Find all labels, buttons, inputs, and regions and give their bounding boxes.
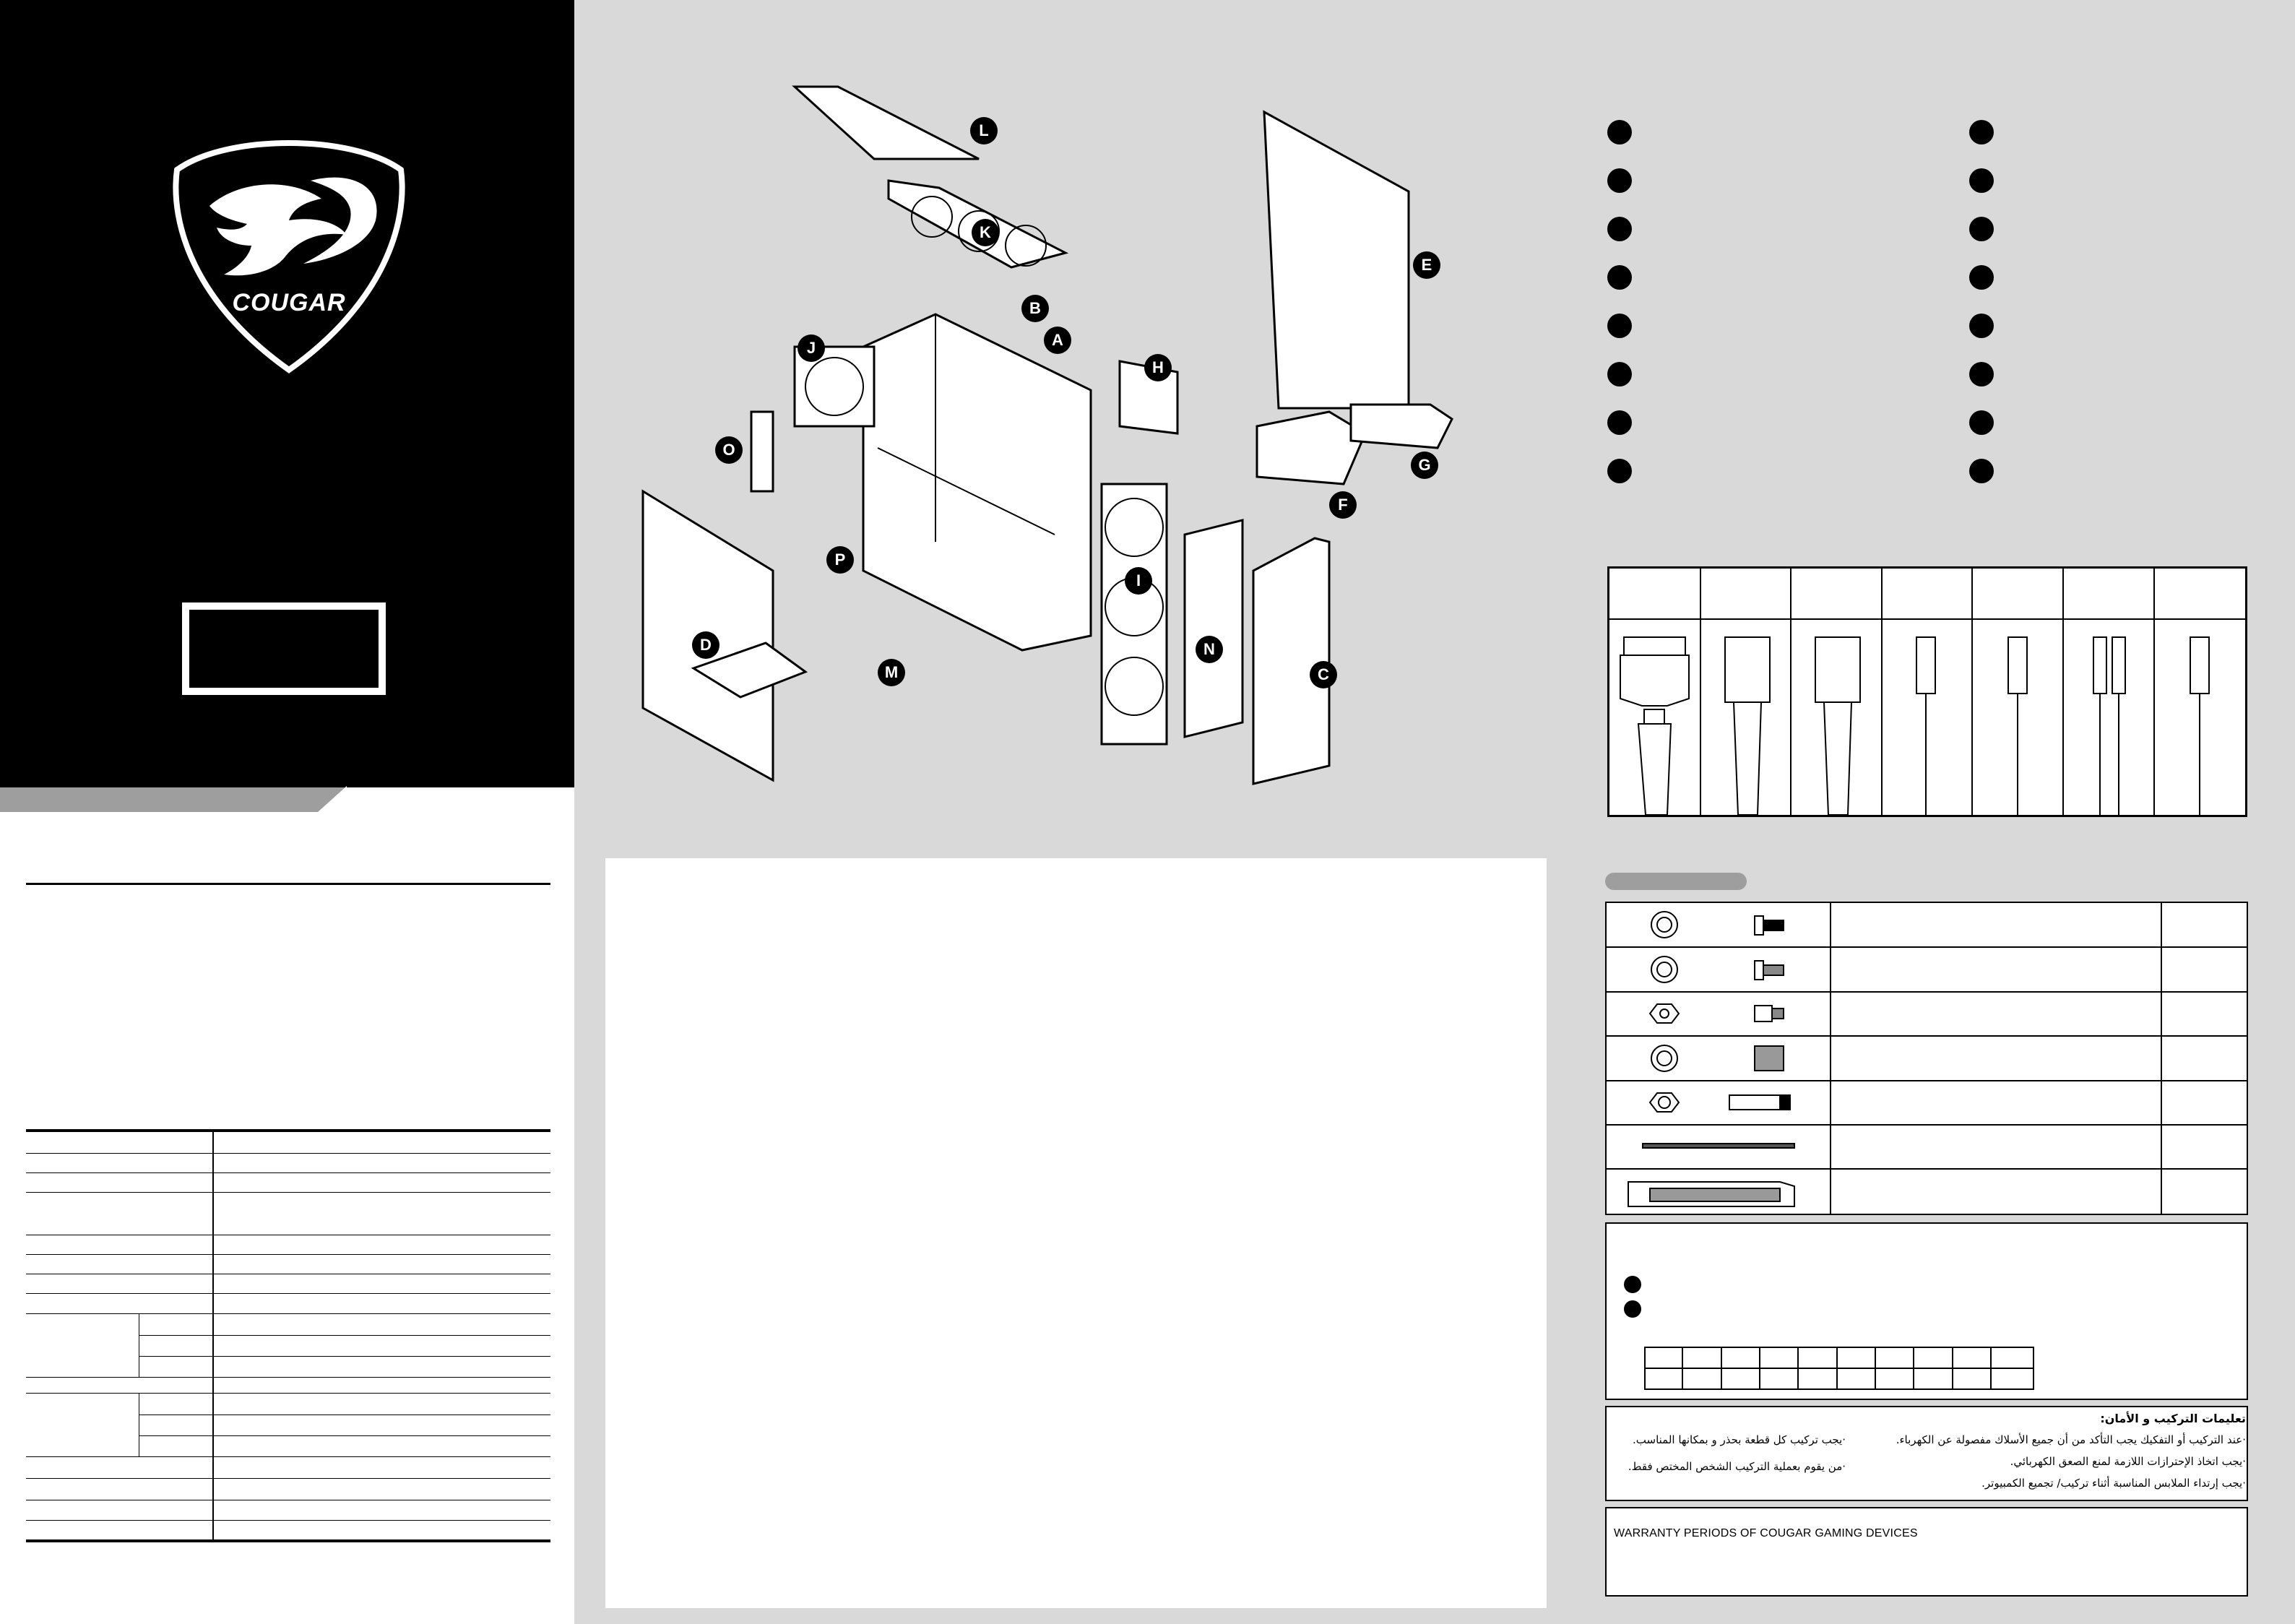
list-bullet (1607, 120, 1632, 144)
connector-diagrams (1609, 569, 2245, 816)
part-label-p: P (826, 546, 854, 574)
exploded-view-diagram (641, 85, 1453, 785)
spec-row (139, 1414, 550, 1415)
spec-row (139, 1356, 550, 1357)
cover-panel (0, 0, 574, 787)
cover-stripe (0, 787, 347, 812)
spec-table-top (26, 1129, 550, 1132)
list-bullet (1969, 265, 1994, 290)
part-label-k: K (972, 219, 999, 246)
spec-row (26, 1456, 550, 1457)
note-grid (1644, 1347, 2034, 1390)
spec-row (139, 1435, 550, 1436)
part-label-n: N (1196, 636, 1223, 663)
safety-title: تعليمات التركيب و الأمان: (2100, 1412, 2246, 1425)
list-bullet (1969, 120, 1994, 144)
list-bullet (1969, 362, 1994, 386)
model-frame (182, 602, 386, 695)
list-bullet (1607, 314, 1632, 338)
spec-row (26, 1153, 550, 1154)
accessory-table (1605, 902, 2248, 1215)
spec-row (26, 1254, 550, 1255)
cover-stripe-cut (318, 786, 347, 812)
note-box (1605, 1222, 2248, 1400)
warranty-title: WARRANTY PERIODS OF COUGAR GAMING DEVICE… (1614, 1527, 1918, 1539)
list-bullet (1969, 314, 1994, 338)
part-label-d: D (692, 631, 719, 659)
spec-row (26, 1478, 550, 1479)
spec-row (26, 1520, 550, 1521)
warranty-box (1605, 1507, 2248, 1597)
list-bullet (1969, 459, 1994, 483)
part-label-i: I (1125, 567, 1152, 595)
part-label-j: J (798, 334, 825, 362)
instruction-area (605, 858, 1547, 1608)
part-label-h: H (1144, 354, 1172, 381)
part-label-m: M (878, 659, 905, 686)
safety-box (1605, 1406, 2248, 1501)
note-bullet (1624, 1276, 1641, 1293)
connector-table (1607, 566, 2247, 817)
part-label-o: O (715, 436, 743, 464)
part-label-a: A (1044, 327, 1071, 354)
list-bullet (1969, 168, 1994, 193)
part-label-b: B (1021, 295, 1049, 322)
spec-row (26, 1293, 550, 1294)
spec-row (26, 1192, 550, 1193)
logo-wordmark: COUGAR (232, 289, 346, 316)
list-bullet (1607, 459, 1632, 483)
spec-row (139, 1335, 550, 1336)
safety-line: ·من يقوم بعملية التركيب الشخص المختص فقط… (1628, 1460, 1846, 1473)
part-label-g: G (1411, 452, 1438, 479)
accessory-header-tab (1605, 873, 1747, 890)
safety-line: ·يجب اتخاذ الإحترازات اللازمة لمنع الصعق… (2010, 1455, 2246, 1468)
list-bullet (1969, 410, 1994, 435)
cougar-logo: COUGAR (166, 137, 412, 383)
accessory-diagrams (1607, 903, 2247, 1214)
list-bullet (1607, 410, 1632, 435)
list-bullet (1969, 217, 1994, 241)
spec-table-bottom (26, 1539, 550, 1542)
spec-row (26, 1377, 550, 1378)
list-bullet (1607, 168, 1632, 193)
part-label-c: C (1310, 661, 1337, 688)
list-bullet (1607, 362, 1632, 386)
list-bullet (1607, 265, 1632, 290)
spec-row (26, 1313, 550, 1314)
spec-row (26, 1393, 550, 1394)
safety-line: ·يجب إرتداء الملابس المناسبة أثناء تركيب… (1981, 1477, 2246, 1490)
part-label-l: L (970, 117, 998, 144)
part-label-e: E (1413, 251, 1440, 279)
spec-row (26, 1172, 550, 1173)
safety-line: ·عند التركيب أو التفكيك يجب التأكد من أن… (1896, 1433, 2246, 1446)
list-bullet (1607, 217, 1632, 241)
shield-icon (173, 139, 405, 373)
note-bullet (1624, 1300, 1641, 1318)
safety-line: ·يجب تركيب كل قطعة بحذر و بمكانها المناس… (1633, 1433, 1846, 1446)
section-rule (26, 883, 550, 885)
part-label-f: F (1329, 491, 1357, 519)
